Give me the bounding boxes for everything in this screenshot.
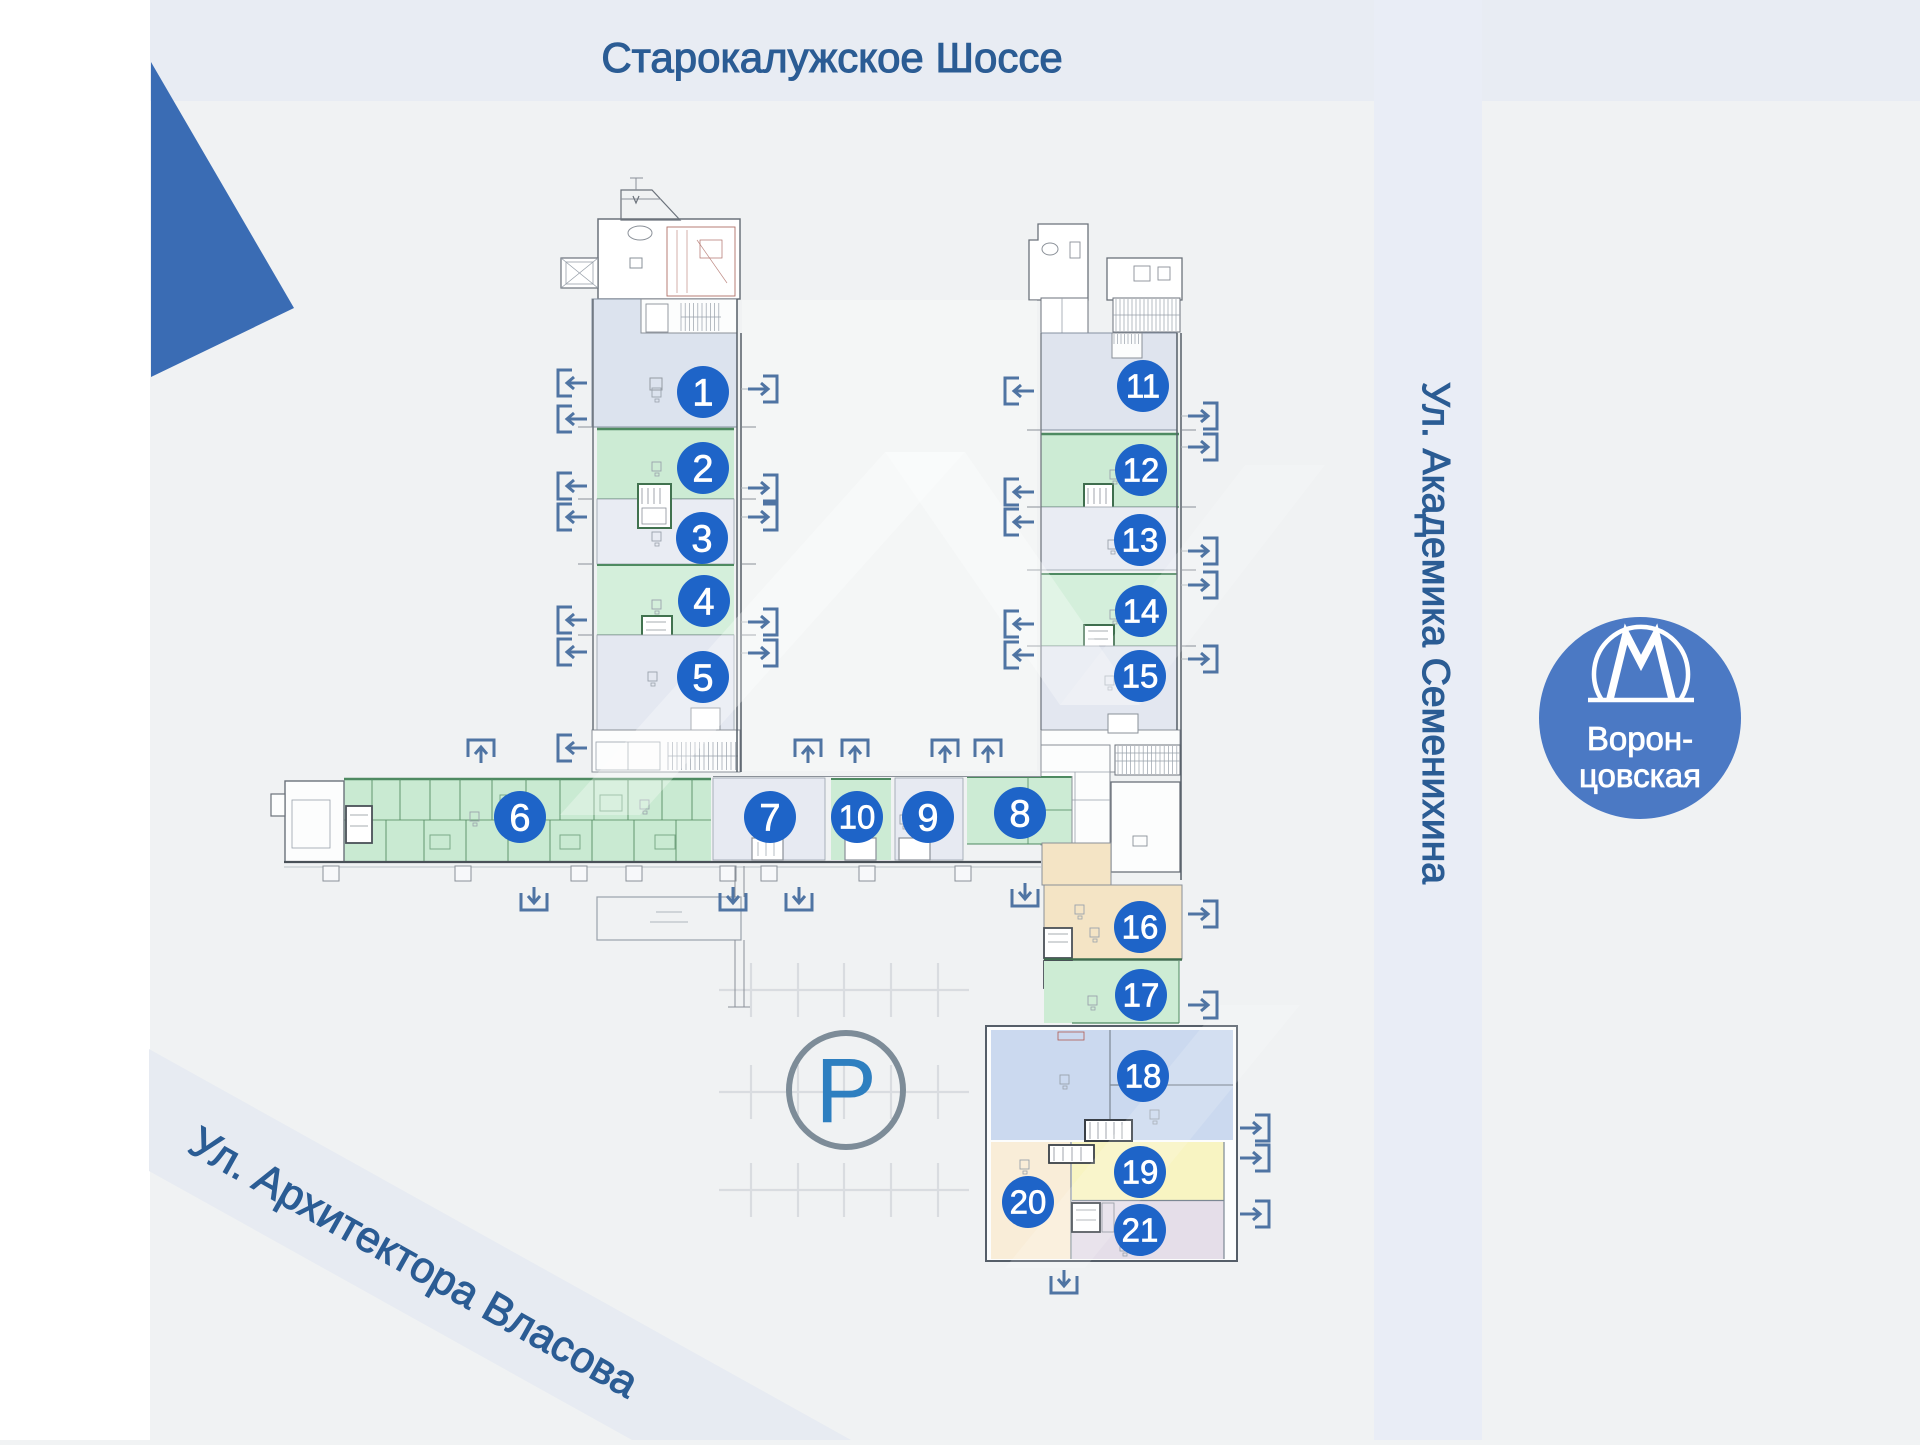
svg-text:13: 13: [1122, 522, 1159, 559]
svg-text:цовская: цовская: [1579, 757, 1701, 794]
svg-text:7: 7: [759, 797, 780, 839]
svg-text:20: 20: [1010, 1184, 1047, 1221]
svg-text:12: 12: [1123, 452, 1160, 489]
svg-text:11: 11: [1126, 368, 1160, 405]
svg-text:Старокалужское Шоссе: Старокалужское Шоссе: [601, 34, 1062, 81]
svg-text:2: 2: [692, 448, 713, 490]
svg-text:4: 4: [693, 581, 714, 623]
svg-text:10: 10: [839, 799, 876, 836]
svg-text:8: 8: [1009, 793, 1030, 835]
svg-text:3: 3: [691, 518, 712, 560]
svg-text:21: 21: [1122, 1212, 1159, 1249]
svg-text:Ул. Академика Семенихина: Ул. Академика Семенихина: [1414, 382, 1457, 884]
svg-text:17: 17: [1123, 977, 1160, 1014]
svg-text:15: 15: [1122, 658, 1159, 695]
svg-text:18: 18: [1125, 1058, 1162, 1095]
svg-text:16: 16: [1122, 909, 1159, 946]
svg-text:P: P: [815, 1040, 876, 1142]
svg-text:1: 1: [692, 372, 713, 414]
svg-text:14: 14: [1123, 593, 1160, 630]
svg-text:9: 9: [917, 797, 938, 839]
svg-text:5: 5: [692, 657, 713, 699]
svg-text:19: 19: [1122, 1154, 1159, 1191]
svg-text:6: 6: [509, 797, 530, 839]
svg-text:Ворон-: Ворон-: [1587, 720, 1693, 757]
